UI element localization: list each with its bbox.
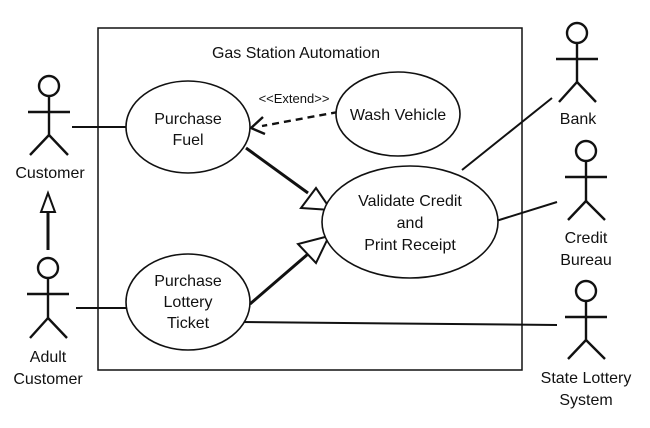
actor-adult-customer[interactable]: Adult Customer [13,256,83,388]
system-boundary [97,27,523,371]
use-case-label: Validate Credit [358,193,462,210]
generalization-arrow [39,190,57,250]
arrow-purchase-fuel-to-validate [245,146,333,212]
actor-state-lottery-system[interactable]: State Lottery System [541,279,632,409]
actor-label: State Lottery [541,370,632,387]
use-case-purchase-lottery[interactable]: Purchase Lottery Ticket [125,253,251,351]
actor-label: Customer [15,165,85,182]
actor-bank[interactable]: Bank [556,21,598,128]
arrow-purchase-lottery-to-validate [249,234,331,306]
actor-label: Adult [30,349,67,366]
use-case-label: Wash Vehicle [350,107,446,124]
use-case-label: and [397,215,424,232]
use-case-label: Lottery [164,294,213,311]
stick-figure-icon [565,139,607,221]
actor-credit-bureau[interactable]: Credit Bureau [560,139,612,269]
extend-arrow [248,110,339,136]
actor-customer[interactable]: Customer [15,74,85,182]
actor-label: Credit [565,230,608,247]
actor-label: Bureau [560,252,612,269]
system-title: Gas Station Automation [212,45,380,62]
assoc-validate-credit-bureau [495,201,558,222]
stick-figure-icon [556,21,598,103]
stick-figure-icon [27,256,69,339]
use-case-label: Purchase [154,111,222,128]
actor-label: System [559,392,612,409]
assoc-lottery-state-lottery [241,321,558,326]
stick-figure-icon [28,74,70,156]
use-case-validate-credit[interactable]: Validate Credit and Print Receipt [321,165,499,279]
extend-label: <<Extend>> [259,91,330,106]
stick-figure-icon [565,279,607,360]
actor-label: Bank [560,111,597,128]
use-case-label: Print Receipt [364,237,456,254]
use-case-wash-vehicle[interactable]: Wash Vehicle [335,71,461,157]
assoc-validate-bank [461,97,553,171]
actor-label: Customer [13,371,83,388]
use-case-purchase-fuel[interactable]: Purchase Fuel [125,80,251,174]
use-case-label: Purchase [154,273,222,290]
use-case-label: Fuel [172,132,203,149]
use-case-label: Ticket [167,315,210,332]
